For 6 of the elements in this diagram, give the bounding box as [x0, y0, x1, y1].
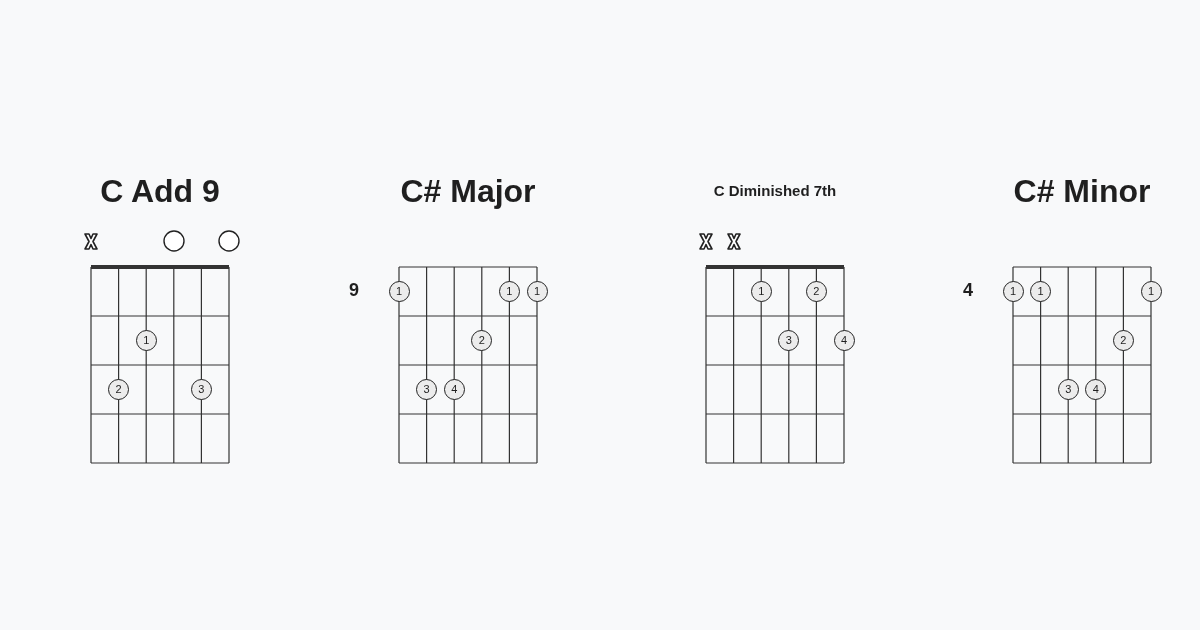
fret-number: 9: [349, 280, 359, 300]
fret-number: 4: [963, 280, 973, 300]
chord-title: C# Minor: [1012, 172, 1152, 210]
chord-title: C Diminished 7th: [712, 182, 838, 200]
chord-title: C# Major: [399, 172, 537, 210]
chord-title: C Add 9: [99, 172, 221, 210]
